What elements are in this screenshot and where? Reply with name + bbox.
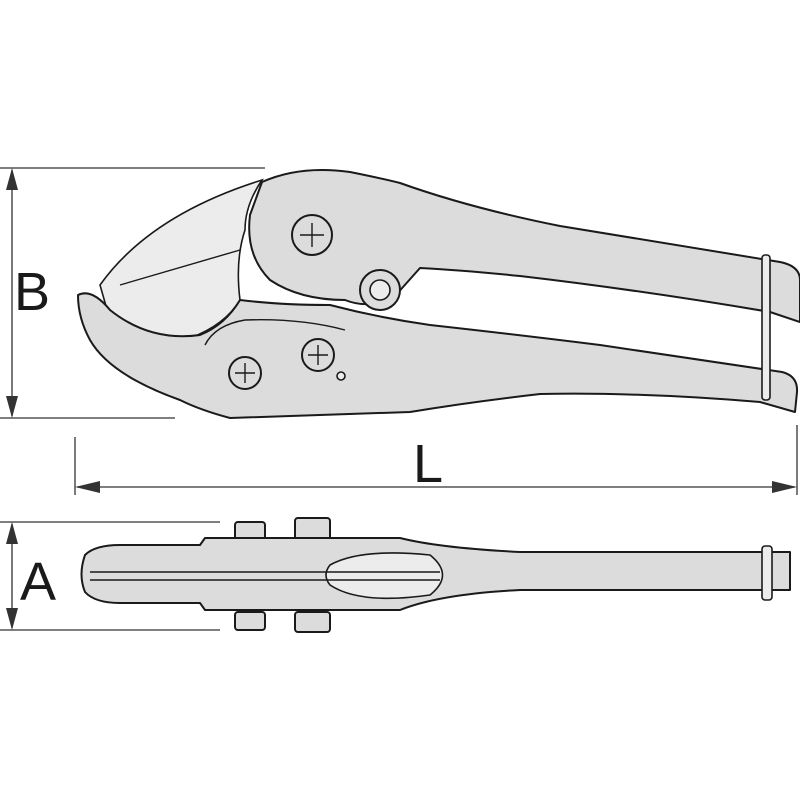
dimension-b: B xyxy=(0,167,265,419)
lock-ring xyxy=(761,254,771,401)
small-hole xyxy=(336,371,346,381)
dimension-l: L xyxy=(74,425,798,495)
dimension-a-label: A xyxy=(20,552,56,612)
screw xyxy=(228,356,262,390)
pivot-screw xyxy=(291,214,333,256)
upper-handle xyxy=(248,168,800,323)
pipe-cutter-top-view xyxy=(80,517,791,633)
dimension-l-label: L xyxy=(413,434,443,494)
dimension-a: A xyxy=(0,521,220,631)
pipe-cutter-side-view xyxy=(77,168,800,419)
lower-handle xyxy=(77,292,799,419)
screw xyxy=(301,338,335,372)
dimension-b-label: B xyxy=(14,262,50,322)
